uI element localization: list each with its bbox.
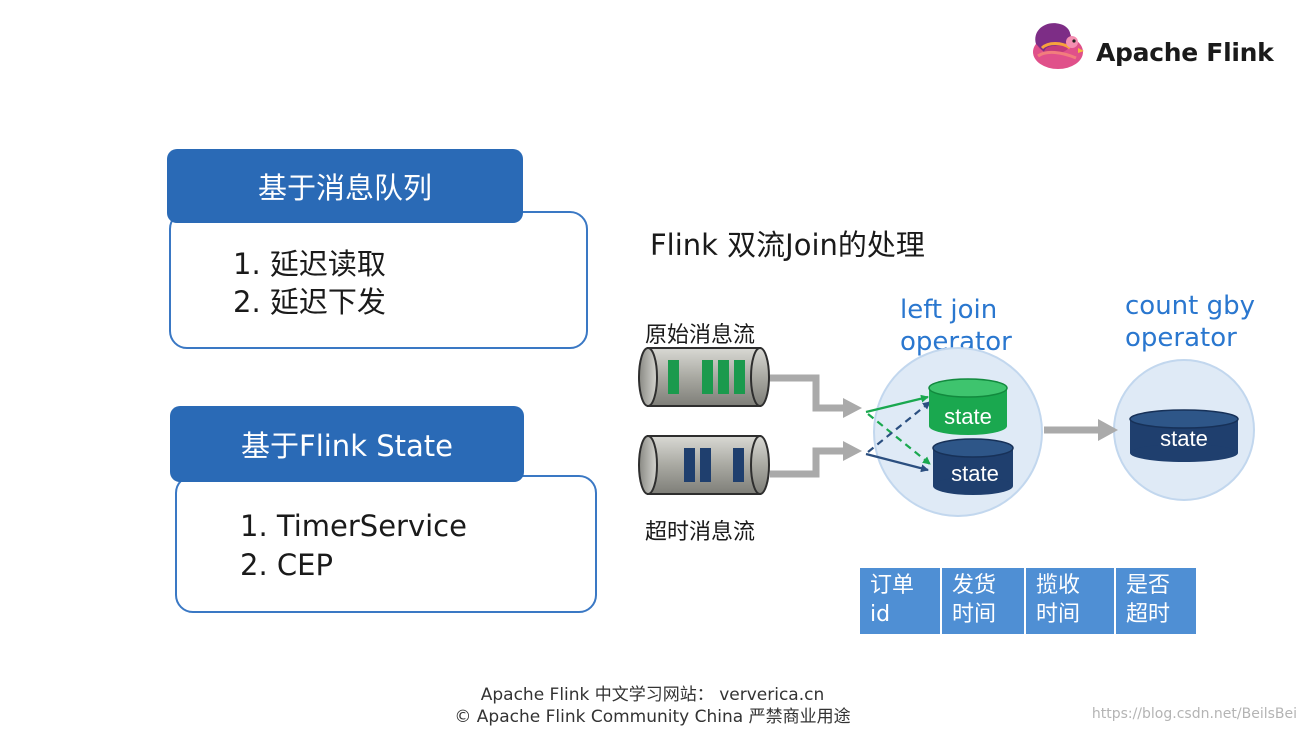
original-stream-pipe (638, 347, 770, 407)
order-fields-table: 订单 id 发货 时间 揽收 时间 是否 超时 (860, 568, 1196, 634)
timeout-stream-pipe (638, 435, 770, 495)
message-block (700, 448, 711, 482)
message-block (702, 360, 713, 394)
count-gby-operator-line-2: operator (1125, 323, 1237, 353)
apache-flink-logo (1028, 18, 1088, 72)
join-arrow (865, 394, 929, 414)
diagram-title: Flink 双流Join的处理 (650, 228, 925, 262)
state-label: state (951, 461, 999, 486)
state-approach-header: 基于Flink State (170, 406, 524, 482)
original-stream-label: 原始消息流 (645, 323, 756, 348)
state-store-navy: state (932, 438, 1014, 495)
message-block (684, 448, 695, 482)
message-block (733, 448, 744, 482)
table-cell-is-timeout: 是否 超时 (1116, 568, 1196, 634)
message-block (734, 360, 745, 394)
stream-routing-arrows (770, 374, 1100, 478)
state-store-count: state (1129, 409, 1239, 462)
message-block (668, 360, 679, 394)
arrow-head (843, 398, 862, 418)
state-label: state (1160, 426, 1208, 451)
footer-website: Apache Flink 中文学习网站： ververica.cn (480, 685, 825, 705)
state-store-green: state (928, 378, 1008, 435)
count-gby-operator-label: count gby operator (1125, 290, 1255, 354)
state-item-2: 2. CEP (240, 548, 333, 582)
timeout-stream-label: 超时消息流 (645, 520, 756, 545)
arrow-head (843, 441, 862, 461)
footer-copyright: © Apache Flink Community China 严禁商业用途 (454, 707, 851, 727)
state-label: state (944, 404, 992, 429)
queue-approach-header: 基于消息队列 (167, 149, 523, 223)
count-gby-operator-line-1: count gby (1125, 291, 1256, 321)
queue-item-2: 2. 延迟下发 (233, 285, 386, 319)
logo-text: Apache Flink (1096, 38, 1274, 67)
join-arrows (865, 394, 931, 473)
join-arrow (867, 401, 931, 453)
queue-item-1: 1. 延迟读取 (233, 247, 386, 281)
table-cell-ship-time: 发货 时间 (942, 568, 1026, 634)
squirrel-icon (1033, 23, 1084, 69)
arrow-head (1098, 419, 1118, 441)
queue-approach-box (169, 211, 588, 349)
table-cell-pickup-time: 揽收 时间 (1026, 568, 1116, 634)
left-join-operator-line-1: left join (900, 295, 998, 325)
message-block (718, 360, 729, 394)
join-arrow (865, 452, 929, 473)
join-arrow (867, 413, 931, 465)
state-item-1: 1. TimerService (240, 509, 467, 543)
watermark: https://blog.csdn.net/BeilsBei (1091, 706, 1297, 722)
table-cell-order-id: 订单 id (860, 568, 942, 634)
